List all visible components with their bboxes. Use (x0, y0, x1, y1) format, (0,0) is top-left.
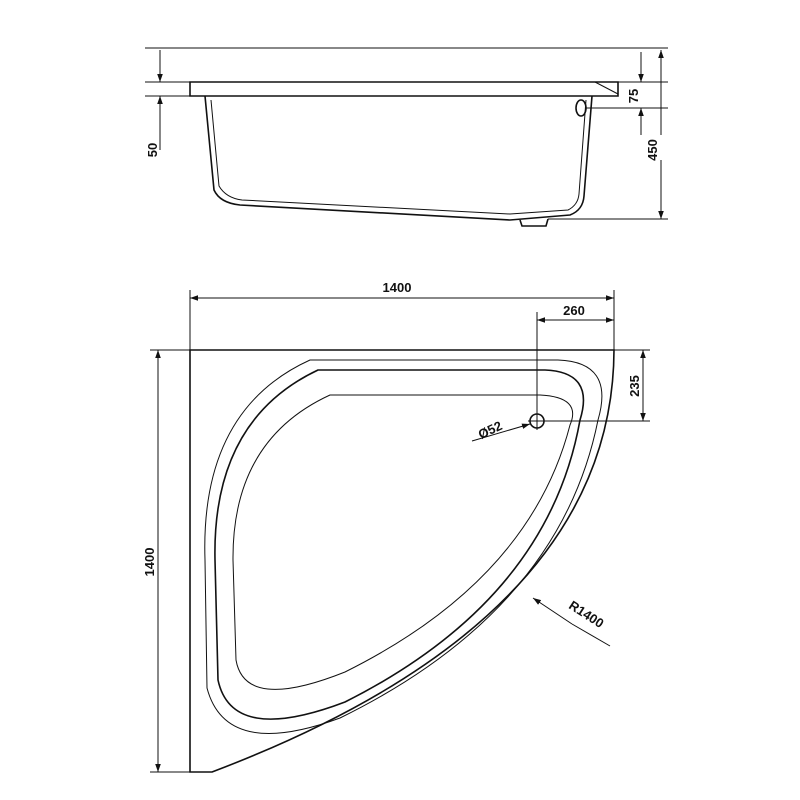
rim-height-label: 75 (626, 89, 641, 103)
drain-diameter-label: Ø52 (476, 418, 505, 442)
side-rim (189, 81, 619, 97)
side-view: 50 75 450 (145, 47, 668, 227)
drain-offset-x-label: 260 (563, 303, 585, 318)
overflow-hole (575, 99, 587, 117)
overall-width-label: 1400 (383, 280, 412, 295)
top-rim-contour (204, 359, 603, 734)
side-drain-foot (519, 218, 549, 227)
drain-diameter-leader (471, 423, 531, 442)
side-tub-body (204, 95, 593, 221)
side-rim-edge (594, 81, 619, 95)
top-basin-floor (232, 394, 574, 690)
total-height-label: 450 (645, 139, 660, 161)
radius-leader-tail (571, 623, 611, 647)
top-outer-shell (189, 349, 615, 773)
radius-leader (532, 597, 573, 625)
overall-depth-label: 1400 (142, 548, 157, 577)
top-basin-edge (214, 369, 585, 720)
front-radius-label: R1400 (566, 598, 606, 631)
skirt-height-label: 50 (145, 143, 160, 157)
side-tub-inner-wall (210, 99, 587, 215)
drain-offset-y-label: 235 (627, 375, 642, 397)
top-view: Ø52 1400 260 235 1400 R1400 (142, 280, 650, 773)
